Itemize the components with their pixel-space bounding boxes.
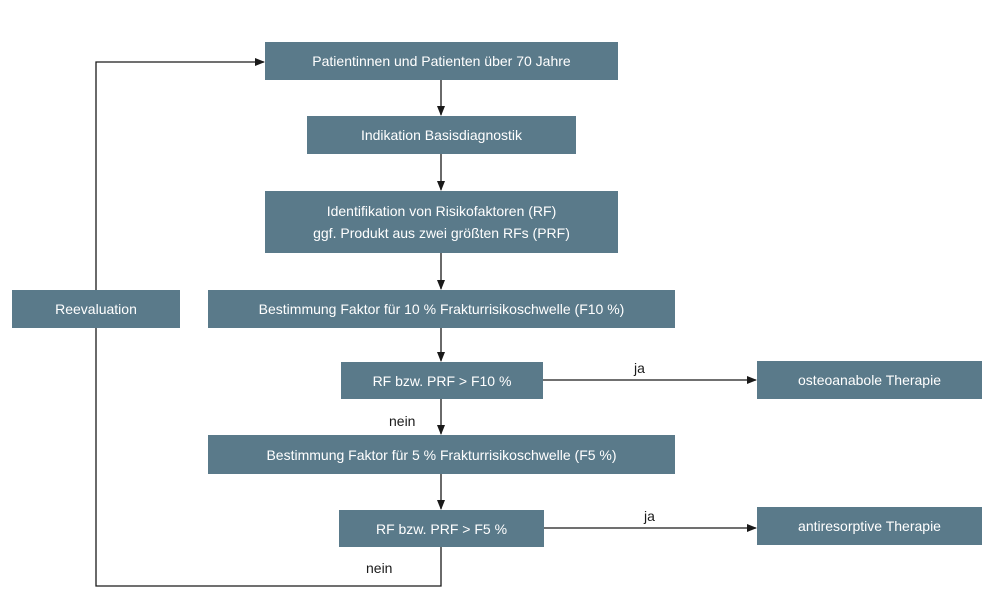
f10-determination-box: Bestimmung Faktor für 10 % Frakturrisiko…: [208, 290, 675, 328]
antiresorptive-therapy-box: antiresorptive Therapie: [757, 507, 982, 545]
reevaluation-text: Reevaluation: [55, 301, 137, 317]
osteoanabolic-therapy-text: osteoanabole Therapie: [798, 372, 941, 388]
f5-decision-text: RF bzw. PRF > F5 %: [375, 520, 508, 537]
label-no-f5: nein: [366, 560, 393, 576]
indication-box: Indikation Basisdiagnostik: [307, 116, 576, 154]
identification-text-line1: Identifikation von Risikofaktoren (RF): [326, 203, 557, 219]
indication-text: Indikation Basisdiagnostik: [360, 127, 523, 143]
line-f5-decision-no-to-reevaluation: [95, 328, 442, 587]
f5-determination-text: Bestimmung Faktor für 5 % Frakturrisikos…: [266, 446, 617, 463]
label-no-f10: nein: [389, 413, 416, 429]
identification-box: Identifikation von Risikofaktoren (RF) g…: [265, 191, 618, 253]
f10-decision-text: RF bzw. PRF > F10 %: [372, 372, 512, 389]
reevaluation-box: Reevaluation: [12, 290, 180, 328]
f5-determination-box: Bestimmung Faktor für 5 % Frakturrisikos…: [208, 435, 675, 474]
osteoanabolic-therapy-box: osteoanabole Therapie: [757, 361, 982, 399]
f10-determination-text: Bestimmung Faktor für 10 % Frakturrisiko…: [258, 301, 625, 317]
label-yes-f10: ja: [634, 360, 645, 376]
arrow-reevaluation-to-patients: [95, 58, 265, 290]
f10-decision-box: RF bzw. PRF > F10 %: [341, 362, 543, 399]
patients-box: Patientinnen und Patienten über 70 Jahre: [265, 42, 618, 80]
patients-text: Patientinnen und Patienten über 70 Jahre: [312, 53, 571, 69]
label-yes-f5: ja: [644, 508, 655, 524]
antiresorptive-therapy-text: antiresorptive Therapie: [798, 518, 941, 534]
f5-decision-box: RF bzw. PRF > F5 %: [339, 510, 544, 547]
identification-text-line2: ggf. Produkt aus zwei größten RFs (PRF): [313, 225, 570, 241]
